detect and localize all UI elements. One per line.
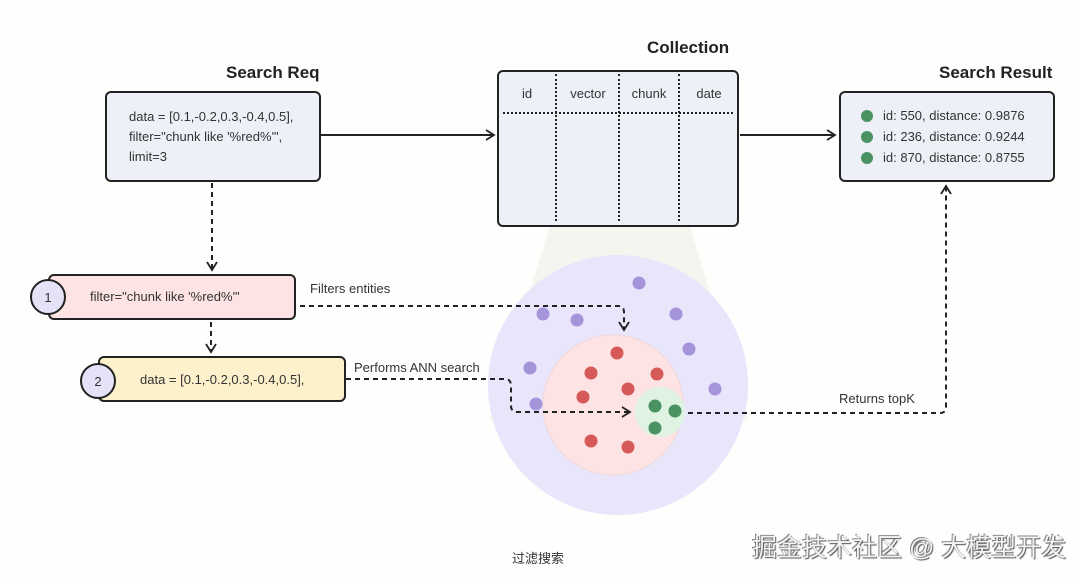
- column-header-id: id: [521, 86, 533, 101]
- entity-dot: [523, 361, 537, 375]
- filtered-entity-dot: [621, 382, 635, 396]
- filtered-entity-dot: [584, 366, 598, 380]
- returns-topk-label: Returns topK: [839, 391, 915, 406]
- search-req-title: Search Req: [226, 63, 320, 82]
- search-req-line: limit=3: [129, 149, 167, 164]
- result-dot-icon: [861, 130, 873, 143]
- result-item: id: 236, distance: 0.9244: [861, 126, 1025, 147]
- caption: 过滤搜索: [512, 551, 565, 566]
- topk-entity-dot: [668, 404, 682, 418]
- result-item: id: 870, distance: 0.8755: [861, 147, 1025, 168]
- arrow-filters-entities: [300, 305, 630, 332]
- entity-dot: [708, 382, 722, 396]
- search-result-box: id: 550, distance: 0.9876 id: 236, dista…: [839, 91, 1055, 182]
- step-number-2: 2: [80, 363, 116, 399]
- column-divider: [618, 74, 620, 221]
- filters-entities-label: Filters entities: [310, 281, 391, 296]
- column-header-chunk: chunk: [631, 86, 667, 101]
- search-req-line: data = [0.1,-0.2,0.3,-0.4,0.5],: [129, 109, 294, 124]
- arrow-returns-topk: [688, 184, 952, 414]
- step-2-text: data = [0.1,-0.2,0.3,-0.4,0.5],: [140, 372, 305, 387]
- watermark: 掘金技术社区 @ 大模型开发: [752, 534, 1067, 562]
- step-number-1: 1: [30, 279, 66, 315]
- column-header-vector: vector: [570, 86, 606, 101]
- step-2-box: data = [0.1,-0.2,0.3,-0.4,0.5],: [98, 356, 346, 402]
- result-item: id: 550, distance: 0.9876: [861, 105, 1025, 126]
- filtered-entity-dot: [610, 346, 624, 360]
- filtered-entity-dot: [650, 367, 664, 381]
- column-divider: [555, 74, 557, 221]
- result-dot-icon: [861, 109, 873, 122]
- entity-dots: [523, 276, 722, 454]
- result-text: id: 870, distance: 0.8755: [883, 150, 1025, 165]
- search-req-line: filter="chunk like '%red%'",: [129, 129, 283, 144]
- column-divider: [678, 74, 680, 221]
- result-dot-icon: [861, 151, 873, 164]
- ann-search-label: Performs ANN search: [354, 360, 480, 375]
- search-result-title: Search Result: [939, 63, 1053, 82]
- entity-dot: [570, 313, 584, 327]
- topk-cluster: [635, 387, 685, 437]
- filtered-entity-dot: [584, 434, 598, 448]
- entity-dot: [669, 307, 683, 321]
- result-text: id: 236, distance: 0.9244: [883, 129, 1025, 144]
- step-1-box: filter="chunk like '%red%'": [48, 274, 296, 320]
- filtered-entity-dot: [621, 440, 635, 454]
- step-1-text: filter="chunk like '%red%'": [90, 289, 240, 304]
- collection-table: id vector chunk date: [497, 70, 739, 227]
- result-text: id: 550, distance: 0.9876: [883, 108, 1025, 123]
- entity-dot: [529, 397, 543, 411]
- collection-title: Collection: [647, 38, 730, 57]
- filtered-entity-dot: [576, 390, 590, 404]
- entity-dot: [536, 307, 550, 321]
- topk-entity-dot: [648, 421, 662, 435]
- search-req-box: data = [0.1,-0.2,0.3,-0.4,0.5], filter="…: [105, 91, 321, 182]
- entity-dot: [632, 276, 646, 290]
- entity-dot: [682, 342, 696, 356]
- column-header-date: date: [696, 86, 722, 101]
- topk-entity-dot: [648, 399, 662, 413]
